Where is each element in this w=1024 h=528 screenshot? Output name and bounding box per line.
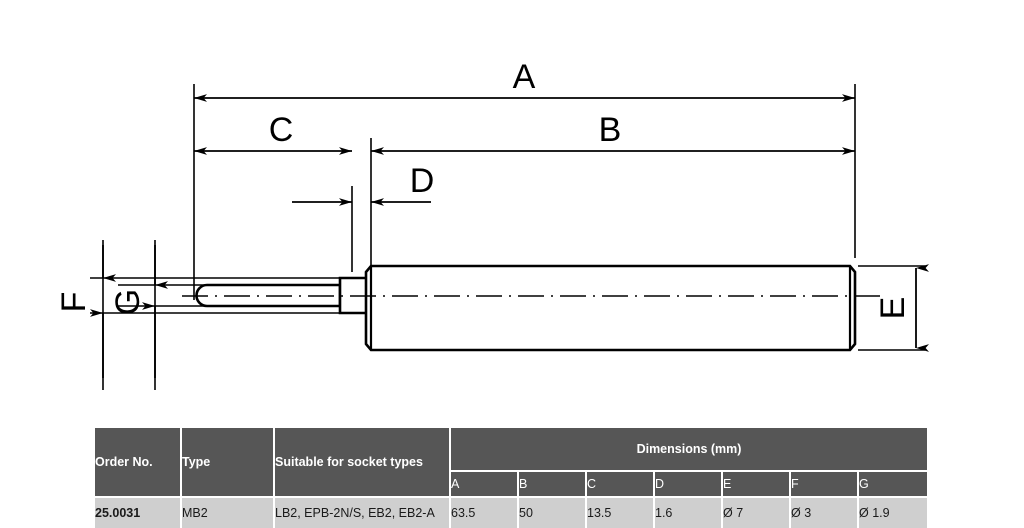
header-socket-types: Suitable for socket types	[274, 428, 451, 498]
cell-dim-g: Ø 1.9	[858, 497, 928, 528]
specification-table: Order No. Type Suitable for socket types…	[95, 428, 928, 528]
dimension-A: A	[194, 58, 855, 102]
header-dim-b: B	[518, 471, 587, 498]
cell-order-no: 25.0031	[95, 497, 182, 528]
header-dimensions: Dimensions (mm)	[450, 428, 928, 472]
header-dim-a: A	[450, 471, 519, 498]
part-body	[364, 264, 857, 352]
header-dim-c: C	[586, 471, 655, 498]
dimension-B: B	[371, 111, 855, 155]
cell-dim-f: Ø 3	[790, 497, 859, 528]
header-dim-g: G	[858, 471, 928, 498]
dimension-F: F	[55, 245, 116, 378]
dimension-label-C: C	[269, 111, 294, 149]
dimension-label-D: D	[410, 162, 435, 200]
header-dim-f: F	[790, 471, 859, 498]
dimension-D: D	[292, 162, 435, 206]
table-header-row-main: Order No. Type Suitable for socket types…	[95, 428, 928, 498]
cell-socket-types: LB2, EPB-2N/S, EB2, EB2-A	[274, 497, 451, 528]
cell-dim-c: 13.5	[586, 497, 655, 528]
technical-drawing: A C B D E F G	[55, 58, 929, 390]
cell-dim-a: 63.5	[450, 497, 519, 528]
cell-dim-d: 1.6	[654, 497, 723, 528]
dimension-label-A: A	[513, 58, 536, 96]
dimension-label-B: B	[599, 111, 622, 149]
cell-type: MB2	[181, 497, 275, 528]
cell-dim-e: Ø 7	[722, 497, 791, 528]
header-dim-e: E	[722, 471, 791, 498]
header-dim-d: D	[654, 471, 723, 498]
dimension-C: C	[194, 111, 352, 155]
dimension-E: E	[874, 264, 929, 352]
table-row[interactable]: 25.0031 MB2 LB2, EPB-2N/S, EB2, EB2-A 63…	[95, 497, 928, 528]
part-chamfer-lines	[369, 266, 852, 350]
cell-dim-b: 50	[518, 497, 587, 528]
dimension-G: G	[109, 245, 168, 378]
dimension-label-F: F	[55, 292, 93, 313]
table-header-row-sub: A B C D E F G	[95, 471, 928, 498]
dimension-label-G: G	[109, 289, 147, 315]
header-order-no: Order No.	[95, 428, 182, 498]
dimension-label-E: E	[874, 297, 912, 320]
header-type: Type	[181, 428, 275, 498]
